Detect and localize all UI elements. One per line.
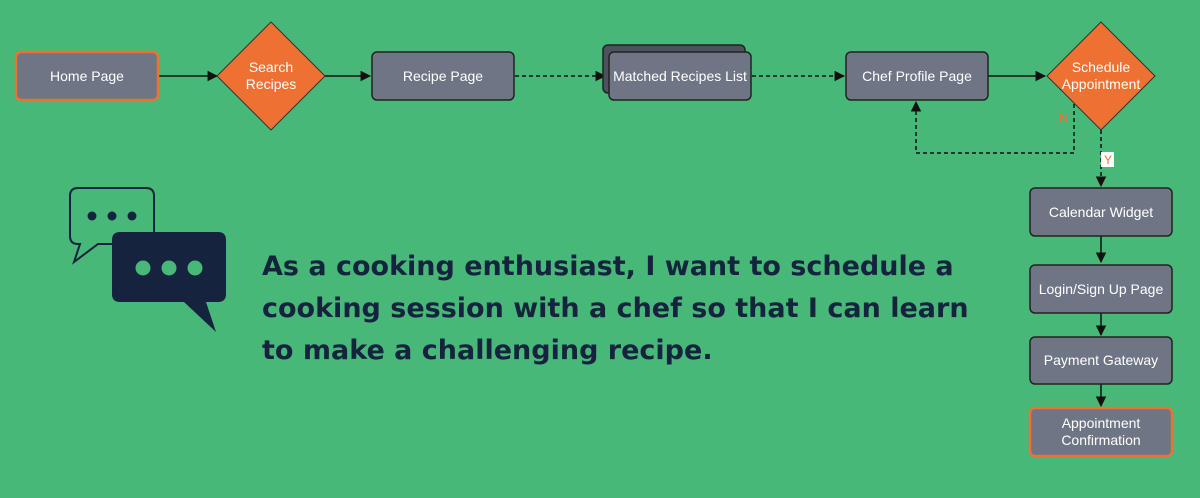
svg-text:Calendar Widget: Calendar Widget	[1049, 204, 1153, 220]
edge-schedule-chef-no	[910, 100, 1075, 154]
search-recipes-decision: Search Recipes	[216, 21, 326, 131]
calendar-widget-node: Calendar Widget	[1029, 187, 1173, 237]
svg-text:Appointment: Appointment	[1062, 415, 1141, 431]
home-page-node: Home Page	[14, 50, 160, 102]
edge-label-no: N	[1059, 111, 1068, 125]
svg-text:Home Page: Home Page	[50, 68, 124, 84]
svg-text:Schedule: Schedule	[1072, 59, 1131, 75]
connectors	[159, 70, 1107, 408]
svg-text:Payment Gateway: Payment Gateway	[1044, 352, 1158, 368]
user-story-text: As a cooking enthusiast, I want to sched…	[262, 251, 969, 366]
svg-text:Login/Sign Up Page: Login/Sign Up Page	[1039, 281, 1164, 297]
svg-text:Chef Profile Page: Chef Profile Page	[862, 68, 972, 84]
chat-bubbles-icon	[69, 187, 226, 332]
svg-text:Recipe Page: Recipe Page	[403, 68, 483, 84]
svg-text:Confirmation: Confirmation	[1061, 432, 1140, 448]
matched-recipes-list-node: Matched Recipes List	[602, 44, 752, 101]
edge-label-yes-bg	[1101, 152, 1114, 167]
svg-text:Appointment: Appointment	[1062, 76, 1141, 92]
recipe-page-node: Recipe Page	[371, 51, 515, 101]
payment-gateway-node: Payment Gateway	[1029, 336, 1173, 385]
svg-text:Search: Search	[249, 59, 293, 75]
edge-label-yes: Y	[1104, 153, 1112, 167]
schedule-appointment-decision: Schedule Appointment	[1046, 21, 1156, 131]
svg-text:Matched Recipes List: Matched Recipes List	[613, 68, 747, 84]
chef-profile-page-node: Chef Profile Page	[845, 51, 989, 101]
login-signup-page-node: Login/Sign Up Page	[1029, 264, 1173, 314]
appointment-confirmation-node: Appointment Confirmation	[1028, 406, 1174, 458]
svg-text:Recipes: Recipes	[246, 76, 297, 92]
